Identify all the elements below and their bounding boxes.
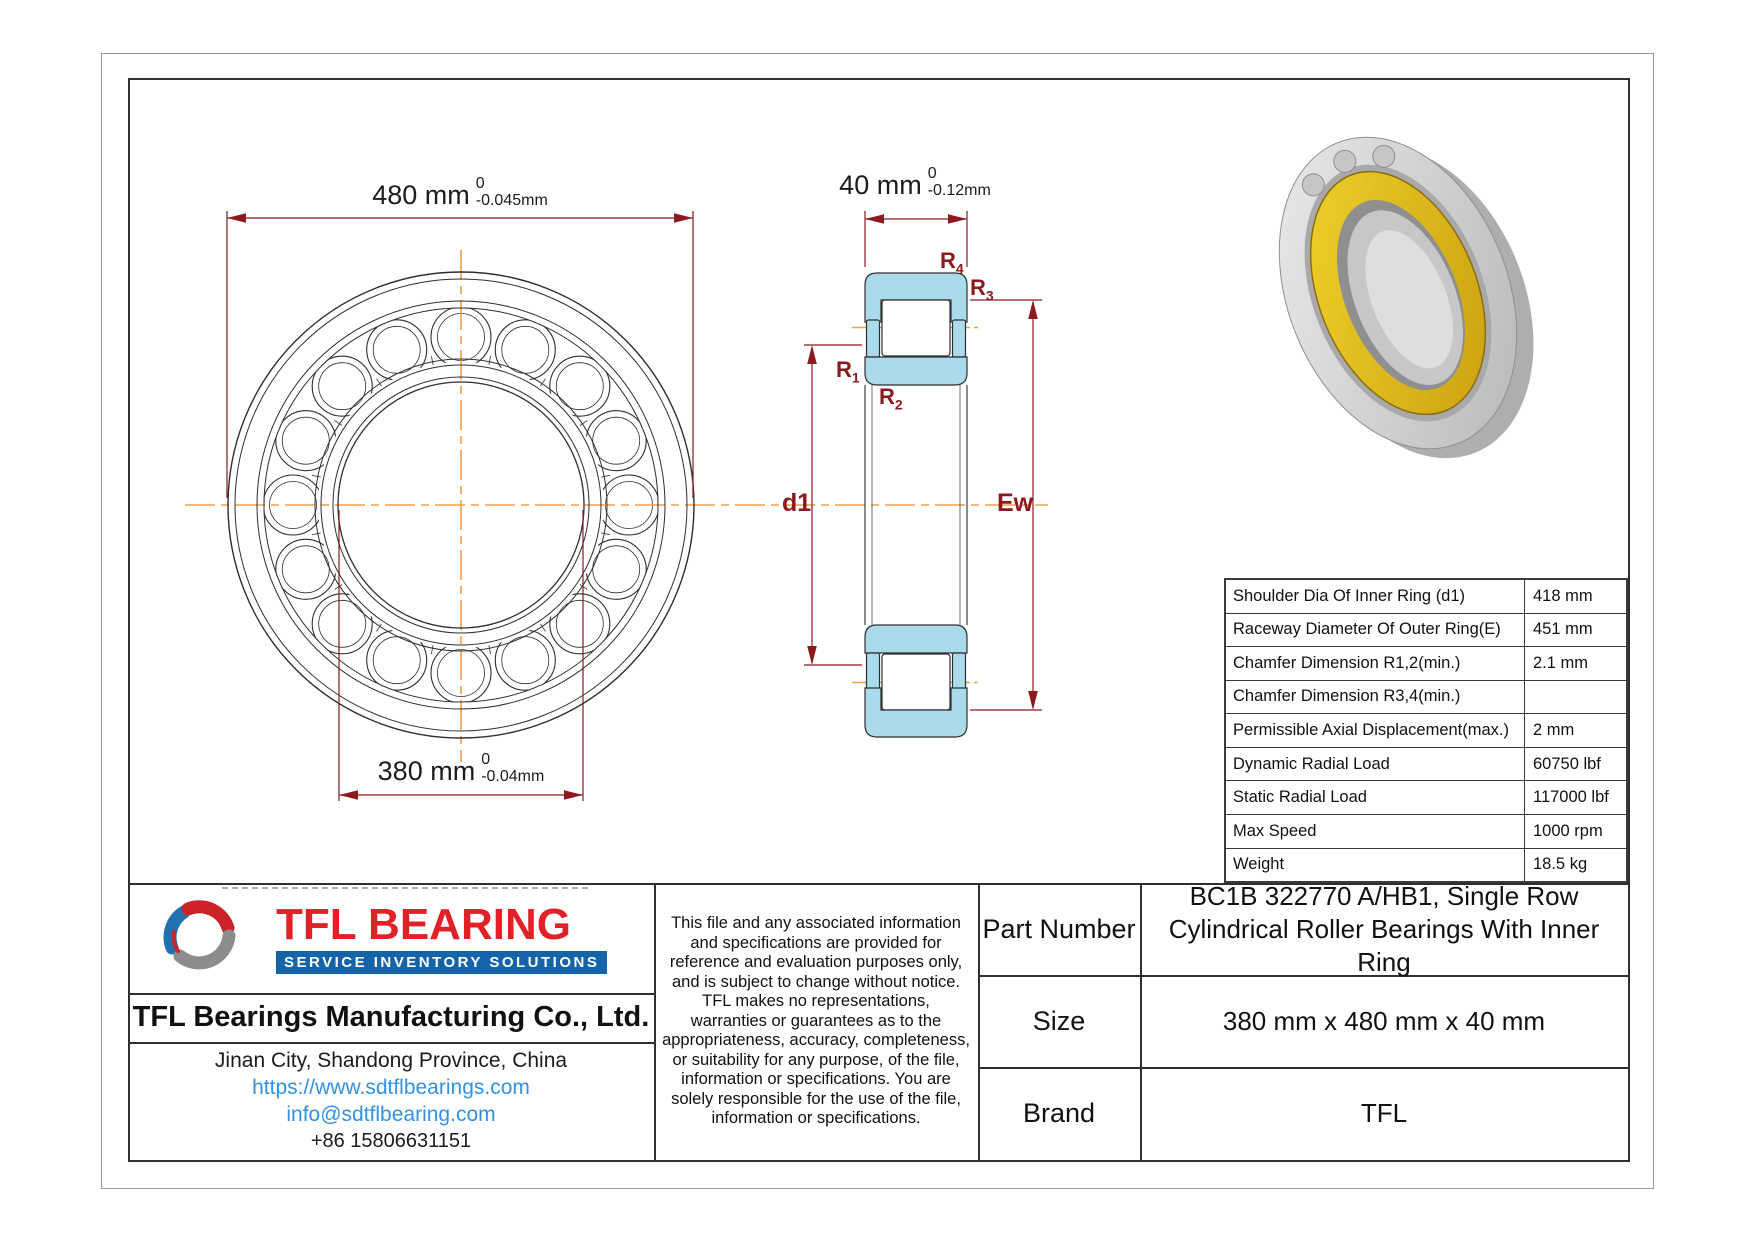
label-r4: R4 bbox=[940, 248, 964, 277]
outer-page-border bbox=[101, 53, 1654, 1189]
scan-artifact-line bbox=[222, 887, 588, 889]
part-number-label: Part Number bbox=[982, 913, 1136, 944]
spec-label: Raceway Diameter Of Outer Ring(E) bbox=[1226, 613, 1525, 647]
table-row: Static Radial Load 117000 lbf bbox=[1226, 780, 1626, 814]
label-ew: Ew bbox=[997, 489, 1034, 517]
table-row: Raceway Diameter Of Outer Ring(E) 451 mm bbox=[1226, 612, 1626, 647]
logo-tagline: SERVICE INVENTORY SOLUTIONS bbox=[276, 950, 608, 974]
spec-label: Static Radial Load bbox=[1226, 781, 1525, 814]
disclaimer-text: This file and any associated information… bbox=[662, 914, 970, 1128]
table-row: Shoulder Dia Of Inner Ring (d1) 418 mm bbox=[1226, 580, 1626, 613]
part-number-value: BC1B 322770 A/HB1, Single Row Cylindrica… bbox=[1168, 880, 1600, 977]
dim-width-tol-upper: 0 bbox=[927, 165, 937, 182]
size-label: Size bbox=[1032, 1005, 1086, 1036]
brand-value: TFL bbox=[1360, 1098, 1408, 1128]
tfl-logo-icon bbox=[163, 900, 236, 970]
company-phone: +86 15806631151 bbox=[310, 1130, 472, 1152]
dim-bore-diameter: 380 mm 0 -0.04mm bbox=[331, 751, 591, 792]
dim-bore-value: 380 mm bbox=[377, 756, 476, 786]
divider bbox=[654, 883, 656, 1160]
divider bbox=[978, 1067, 1628, 1069]
divider bbox=[128, 1042, 654, 1044]
label-r1: R1 bbox=[836, 357, 860, 386]
spec-value: 451 mm bbox=[1533, 620, 1593, 639]
spec-value: 2.1 mm bbox=[1533, 653, 1589, 672]
table-row: Chamfer Dimension R1,2(min.) 2.1 mm bbox=[1226, 646, 1626, 680]
table-row: Weight 18.5 kg bbox=[1226, 847, 1626, 882]
title-block-top-line bbox=[128, 883, 1628, 885]
company-name: TFL Bearings Manufacturing Co., Ltd. bbox=[132, 1001, 650, 1033]
dim-outer-tol-upper: 0 bbox=[475, 175, 485, 192]
spec-label: Permissible Axial Displacement(max.) bbox=[1226, 714, 1525, 747]
spec-value: 2 mm bbox=[1533, 721, 1575, 740]
spec-value: 117000 lbf bbox=[1533, 788, 1609, 807]
divider bbox=[978, 975, 1628, 977]
dim-width-tol-lower: -0.12mm bbox=[927, 181, 991, 199]
divider bbox=[978, 883, 980, 1160]
divider bbox=[1140, 883, 1142, 1160]
company-contact-block: Jinan City, Shandong Province, China htt… bbox=[130, 1044, 652, 1158]
disclaimer-cell: This file and any associated information… bbox=[656, 885, 976, 1158]
label-r3: R3 bbox=[970, 275, 994, 304]
label-r2: R2 bbox=[879, 384, 903, 413]
company-website-link[interactable]: https://www.sdtflbearings.com bbox=[252, 1076, 530, 1099]
logo-title: TFL BEARING bbox=[276, 899, 571, 949]
dim-width-value: 40 mm bbox=[839, 170, 922, 200]
dim-outer-diameter: 480 mm 0 -0.045mm bbox=[330, 175, 590, 216]
dim-bore-tol-upper: 0 bbox=[481, 751, 491, 768]
dim-width: 40 mm 0 -0.12mm bbox=[800, 165, 1030, 206]
table-row: Dynamic Radial Load 60750 lbf bbox=[1226, 746, 1626, 781]
spec-value: 60750 lbf bbox=[1533, 754, 1601, 773]
size-value: 380 mm x 480 mm x 40 mm bbox=[1222, 1005, 1546, 1036]
brand-label: Brand bbox=[1022, 1098, 1096, 1128]
spec-value bbox=[1525, 681, 1626, 714]
spec-value: 418 mm bbox=[1533, 586, 1593, 605]
drawing-frame bbox=[128, 78, 1630, 1162]
table-row: Permissible Axial Displacement(max.) 2 m… bbox=[1226, 713, 1626, 747]
spec-table: Shoulder Dia Of Inner Ring (d1) 418 mm R… bbox=[1224, 578, 1628, 883]
dim-bore-tol-lower: -0.04mm bbox=[481, 767, 545, 785]
spec-label: Max Speed bbox=[1226, 814, 1525, 848]
dim-outer-tol-lower: -0.045mm bbox=[475, 191, 548, 209]
company-email-link[interactable]: info@sdtflbearing.com bbox=[286, 1103, 496, 1126]
table-row: Chamfer Dimension R3,4(min.) bbox=[1226, 679, 1626, 714]
spec-value: 18.5 kg bbox=[1533, 855, 1588, 874]
spec-label: Dynamic Radial Load bbox=[1226, 747, 1525, 781]
spec-label: Chamfer Dimension R1,2(min.) bbox=[1226, 647, 1525, 680]
table-row: Max Speed 1000 rpm bbox=[1226, 813, 1626, 848]
label-d1: d1 bbox=[782, 489, 812, 517]
company-logo-cell: TFL BEARING SERVICE INVENTORY SOLUTIONS bbox=[130, 885, 652, 991]
spec-label: Shoulder Dia Of Inner Ring (d1) bbox=[1226, 580, 1525, 613]
dim-outer-value: 480 mm bbox=[372, 180, 470, 210]
spec-label: Chamfer Dimension R3,4(min.) bbox=[1226, 680, 1525, 714]
divider bbox=[128, 993, 654, 995]
company-address: Jinan City, Shandong Province, China bbox=[214, 1049, 568, 1072]
spec-label: Weight bbox=[1226, 848, 1525, 882]
spec-value: 1000 rpm bbox=[1533, 821, 1603, 840]
